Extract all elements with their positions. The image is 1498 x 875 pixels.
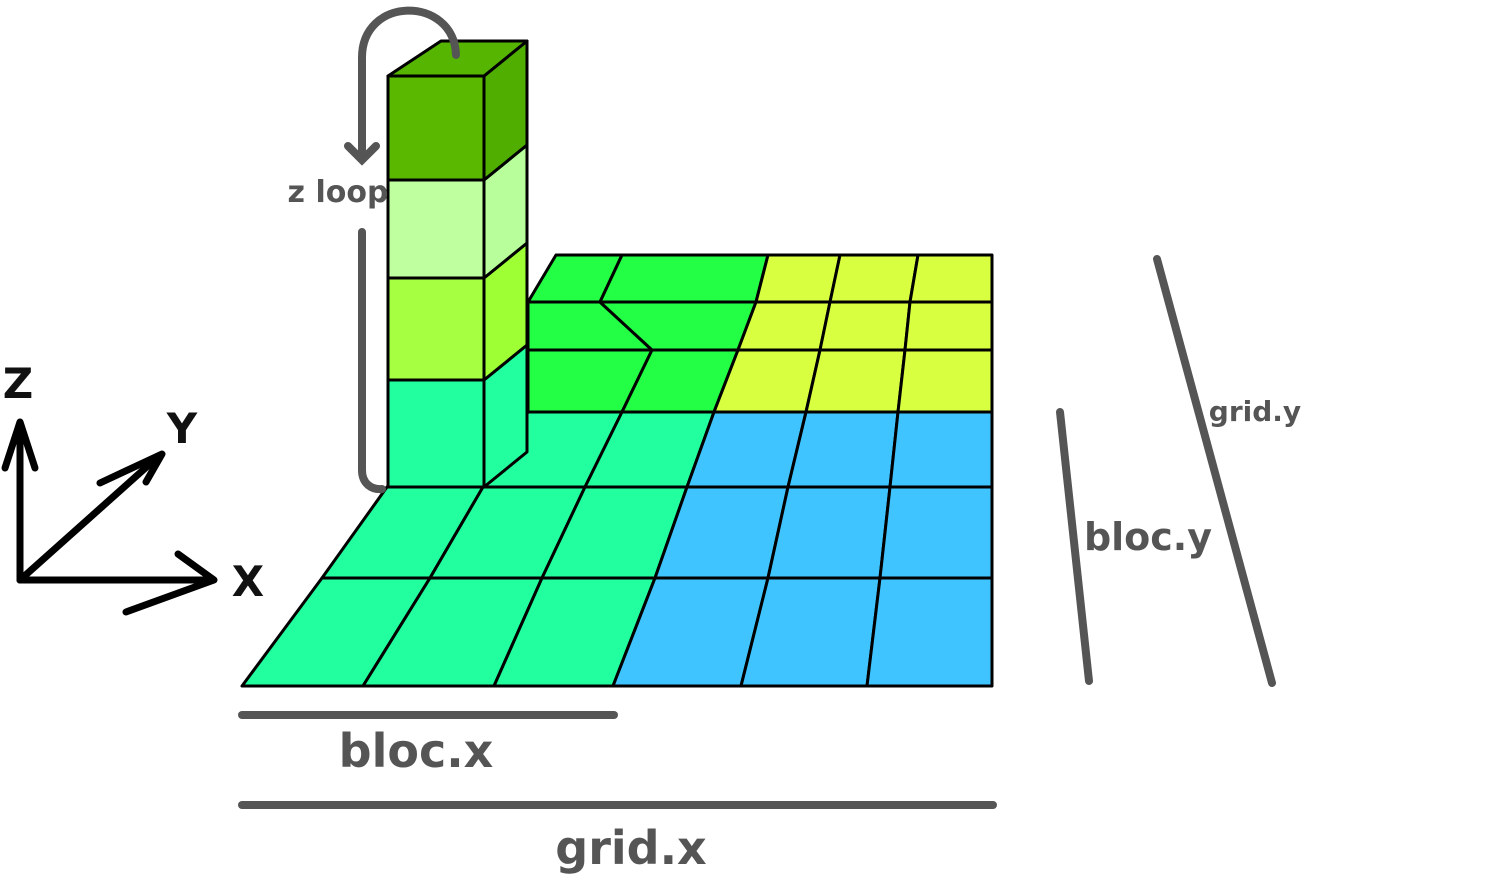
grid-cell (804, 348, 907, 414)
grid-cell (908, 253, 994, 304)
grid-cell (903, 300, 994, 352)
thread-column-stack (386, 39, 529, 489)
grid-cell (878, 485, 994, 580)
grid-cell (598, 253, 770, 304)
y-axis-line (16, 451, 164, 584)
grid-cell (786, 410, 900, 489)
grid-cell (828, 253, 920, 304)
column-front-face (386, 276, 486, 382)
grid-y-bar (1153, 255, 1276, 687)
grid-cell (865, 576, 994, 688)
z-loop-arrow (344, 6, 460, 494)
x-axis-arrowhead (122, 550, 218, 616)
bloc-y-bar (1056, 408, 1093, 685)
grid-cell (736, 300, 832, 352)
x-axis-label: X (232, 557, 264, 606)
z-axis-arrowhead (1, 418, 39, 472)
grid-cell (888, 410, 994, 489)
z-loop-label: z loop (288, 175, 389, 210)
y-axis-arrowhead (96, 450, 166, 487)
grid-cell (754, 253, 842, 304)
grid-cell (896, 348, 994, 414)
bloc-y-label: bloc.y (1084, 515, 1212, 559)
bloc-x-label: bloc.x (339, 724, 494, 778)
column-front-face (386, 74, 486, 182)
z-axis-label: Z (3, 359, 33, 408)
column-front-face (386, 178, 486, 280)
column-front-face (386, 378, 486, 489)
axes-icon (1, 418, 218, 616)
grid-cell (766, 485, 892, 580)
grid-x-label: grid.x (555, 821, 706, 875)
grid-y-label: grid.y (1209, 395, 1301, 428)
thread-grid-floor (240, 253, 994, 688)
y-axis-label: Y (166, 404, 198, 453)
grid-cell (818, 300, 912, 352)
